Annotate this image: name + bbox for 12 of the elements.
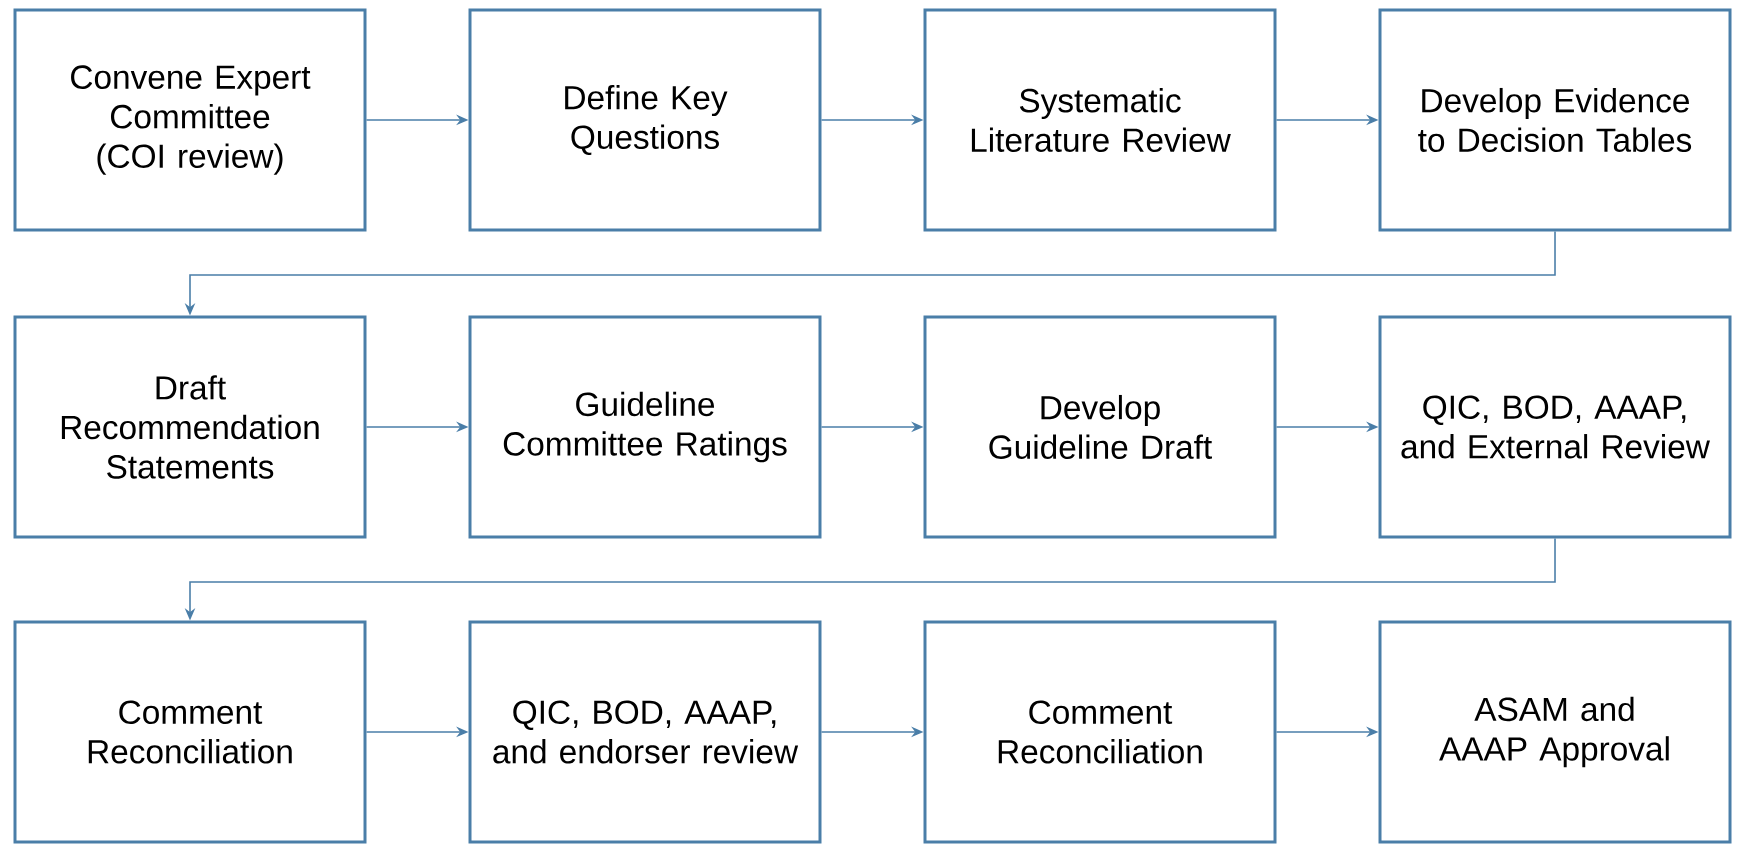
process-box: QIC, BOD, AAAP, and External Review — [1378, 315, 1732, 539]
process-box: ASAM and AAAP Approval — [1378, 620, 1732, 844]
process-box: Define Key Questions — [468, 8, 822, 232]
process-box: Systematic Literature Review — [923, 8, 1277, 232]
process-box: Draft Recommendation Statements — [13, 315, 367, 539]
process-box: Convene Expert Committee (COI review) — [13, 8, 367, 232]
process-box: QIC, BOD, AAAP, and endorser review — [468, 620, 822, 844]
process-box: Guideline Committee Ratings — [468, 315, 822, 539]
process-box: Comment Reconciliation — [923, 620, 1277, 844]
process-box: Develop Evidence to Decision Tables — [1378, 8, 1732, 232]
process-box: Comment Reconciliation — [13, 620, 367, 844]
process-box: Develop Guideline Draft — [923, 315, 1277, 539]
